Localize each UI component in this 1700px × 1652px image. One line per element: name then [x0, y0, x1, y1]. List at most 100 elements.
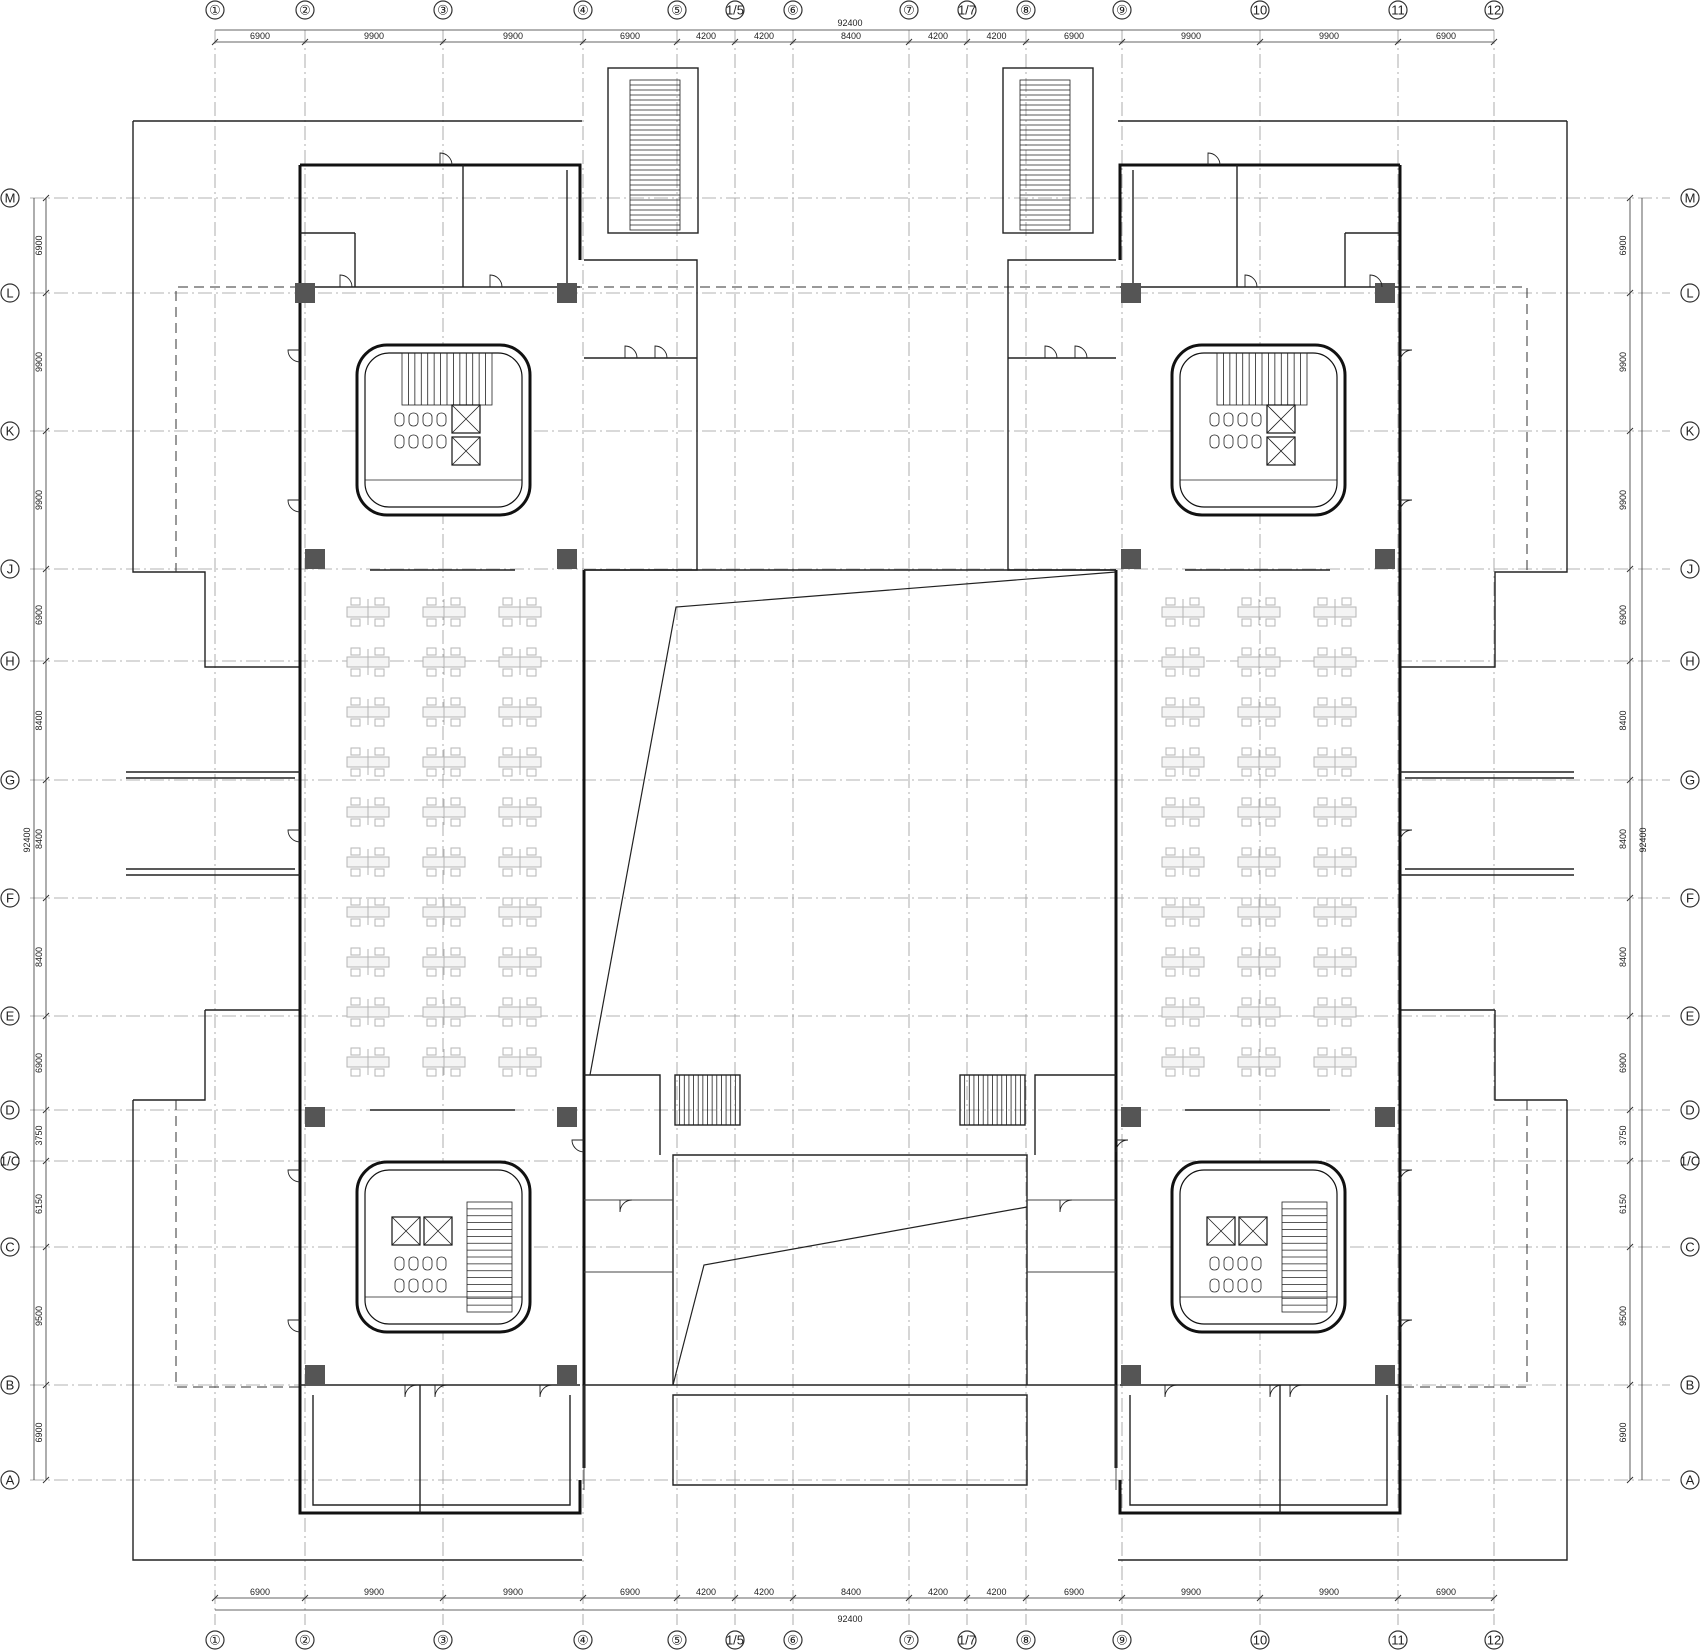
left-dim-9: 6150 — [34, 1194, 44, 1214]
reading-table — [1237, 947, 1281, 977]
center-upper-rooms-right — [1007, 259, 1116, 571]
bottom-dim-10: 9900 — [1181, 1587, 1201, 1597]
reading-table — [1161, 997, 1205, 1027]
bottom-dim-1: 9900 — [364, 1587, 384, 1597]
reading-table — [346, 897, 390, 927]
center-upper-rooms-left — [584, 259, 698, 571]
toilet-fixture — [408, 412, 419, 427]
toilet-fixture — [1223, 412, 1234, 427]
left-dim-2: 9900 — [34, 490, 44, 510]
bottom-dim-7: 4200 — [928, 1587, 948, 1597]
row-axis-bubble-right-12: A — [1680, 1470, 1700, 1490]
reading-table — [1237, 597, 1281, 627]
column-axis-bubble-top-10: ⑨ — [1112, 0, 1132, 20]
reading-table — [422, 697, 466, 727]
toilet-fixture — [1209, 1278, 1220, 1293]
row-axis-bubble-left-3: J — [0, 559, 20, 579]
right-dim-2: 9900 — [1618, 490, 1628, 510]
door-swing — [1289, 1384, 1303, 1398]
row-axis-bubble-left-12: A — [0, 1470, 20, 1490]
door-swing — [571, 1139, 585, 1153]
svg-text:11: 11 — [1391, 3, 1405, 18]
reading-table — [1313, 797, 1357, 827]
elevator-car — [1266, 436, 1296, 466]
svg-text:F: F — [6, 891, 14, 906]
reading-table — [422, 847, 466, 877]
toilet-fixture — [436, 1278, 447, 1293]
top-dim-10: 9900 — [1181, 31, 1201, 41]
svg-text:L: L — [6, 286, 13, 301]
svg-text:④: ④ — [577, 3, 589, 18]
row-axis-bubble-left-9: 1/C — [0, 1151, 20, 1171]
door-swing — [1044, 345, 1058, 359]
reading-table — [1313, 747, 1357, 777]
elevator-car — [1266, 404, 1296, 434]
row-axis-bubble-left-11: B — [0, 1375, 20, 1395]
structural-column — [305, 1365, 325, 1385]
toilet-fixture — [394, 1256, 405, 1271]
column-axis-bubble-top-1: ② — [295, 0, 315, 20]
column-axis-bubble-bottom-0: ① — [205, 1630, 225, 1650]
reading-area-railings — [370, 569, 1330, 1111]
elevator-car — [391, 1216, 421, 1246]
atrium-stair-left — [674, 1074, 741, 1126]
right-dim-0: 6900 — [1618, 235, 1628, 255]
left-dim-5: 8400 — [34, 829, 44, 849]
door-swing — [1164, 1384, 1178, 1398]
door-swing — [539, 1384, 553, 1398]
toilet-fixture — [422, 412, 433, 427]
door-swing — [287, 1169, 301, 1183]
reading-table — [1161, 597, 1205, 627]
column-axis-bubble-bottom-5: 1/5 — [725, 1630, 745, 1650]
toilet-fixture — [1223, 1256, 1234, 1271]
reading-table — [1161, 747, 1205, 777]
row-axis-bubble-right-3: J — [1680, 559, 1700, 579]
reading-table — [1237, 797, 1281, 827]
core-top-left — [355, 343, 532, 517]
row-axis-bubble-left-4: H — [0, 651, 20, 671]
svg-text:A: A — [6, 1473, 15, 1488]
escalator-right — [1002, 67, 1094, 234]
core-bottom-left — [355, 1160, 532, 1334]
reading-table — [422, 797, 466, 827]
top-dim-9: 6900 — [1064, 31, 1084, 41]
reading-table — [346, 1047, 390, 1077]
column-axis-bubble-top-2: ③ — [433, 0, 453, 20]
reading-table — [1161, 1047, 1205, 1077]
toilet-fixture — [422, 434, 433, 449]
atrium-void-line-top — [589, 571, 1117, 1076]
svg-text:E: E — [1686, 1009, 1695, 1024]
svg-text:M: M — [5, 191, 16, 206]
svg-text:G: G — [5, 773, 15, 788]
svg-text:12: 12 — [1487, 3, 1501, 18]
door-swing — [1399, 829, 1413, 843]
column-axis-bubble-bottom-2: ③ — [433, 1630, 453, 1650]
toilet-fixture — [436, 1256, 447, 1271]
top-dim-3: 6900 — [620, 31, 640, 41]
overall-width-bottom: 92400 — [837, 1614, 862, 1624]
right-bottom-rooms — [1120, 1384, 1400, 1513]
row-axis-bubble-right-4: H — [1680, 651, 1700, 671]
toilet-fixture — [436, 412, 447, 427]
reading-table — [422, 947, 466, 977]
door-swing — [1269, 1384, 1283, 1398]
toilet-fixture — [394, 434, 405, 449]
reading-table — [346, 997, 390, 1027]
svg-text:D: D — [1685, 1103, 1694, 1118]
left-dim-6: 8400 — [34, 947, 44, 967]
bottom-dim-12: 6900 — [1436, 1587, 1456, 1597]
right-dim-7: 6900 — [1618, 1053, 1628, 1073]
svg-text:F: F — [1686, 891, 1694, 906]
reading-table — [498, 697, 542, 727]
bottom-dim-2: 9900 — [503, 1587, 523, 1597]
column-axis-bubble-bottom-6: ⑥ — [783, 1630, 803, 1650]
toilet-fixture — [408, 1256, 419, 1271]
column-axis-bubble-top-11: 10 — [1250, 0, 1270, 20]
reading-table — [498, 1047, 542, 1077]
door-swing — [287, 829, 301, 843]
column-axis-bubble-top-12: 11 — [1388, 0, 1408, 20]
bottom-dim-3: 6900 — [620, 1587, 640, 1597]
reading-table — [1161, 647, 1205, 677]
svg-text:⑨: ⑨ — [1116, 1633, 1128, 1648]
svg-text:1/5: 1/5 — [726, 1633, 744, 1648]
